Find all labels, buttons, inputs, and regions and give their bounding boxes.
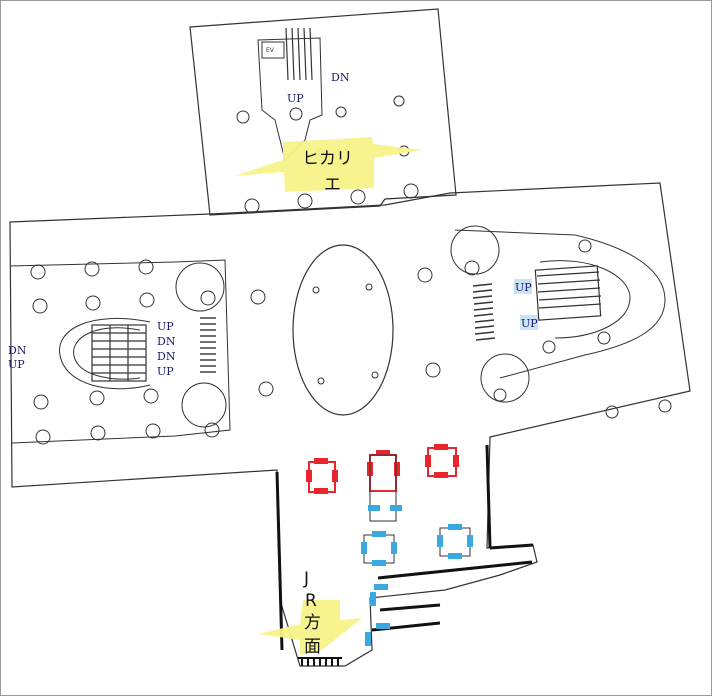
west-up-label: UP — [8, 358, 25, 371]
north-wing-outline — [189, 8, 457, 216]
jr-arrow — [258, 600, 362, 655]
center-left-up-2: UP — [157, 365, 174, 378]
east-stair-round-bottom — [480, 353, 530, 403]
east-up-label-2: UP — [521, 317, 538, 330]
hikarie-arrow — [234, 137, 423, 192]
west-escalator-arc — [59, 318, 151, 390]
center-left-dn-2: DN — [157, 350, 176, 363]
east-up-label-1: UP — [515, 281, 532, 294]
central-oval — [292, 244, 394, 416]
north-up-label: UP — [287, 92, 304, 105]
north-escalator — [285, 27, 313, 81]
west-escalator-arc-inner — [73, 327, 141, 380]
jr-label-1: J — [303, 569, 309, 589]
east-stair-round-top — [450, 225, 500, 275]
jr-label-3: 方 — [304, 613, 321, 633]
hikarie-label-line1: ヒカリ — [302, 149, 353, 169]
south-walls — [275, 444, 534, 651]
concourse-outline — [9, 182, 691, 667]
west-stair-round-bottom — [181, 382, 227, 428]
blue-seating — [361, 454, 473, 646]
jr-label-2: R — [305, 591, 317, 611]
ev-label: EV — [266, 47, 275, 54]
east-platform — [454, 229, 666, 379]
west-stair-round-top — [175, 262, 225, 312]
east-stairs — [472, 283, 496, 341]
north-escalator-block — [257, 37, 323, 161]
jr-gate-stripes — [298, 657, 342, 666]
west-stairs — [200, 317, 216, 373]
jr-label-4: 面 — [304, 637, 321, 657]
west-escalator — [91, 324, 147, 382]
center-left-up-1: UP — [157, 320, 174, 333]
west-dn-label: DN — [8, 344, 27, 357]
east-up-badge-1 — [514, 279, 532, 294]
columns — [30, 95, 672, 445]
elevator-box — [261, 41, 285, 59]
west-platform — [9, 259, 231, 444]
red-seating — [306, 444, 459, 494]
hikarie-label-line2: エ — [324, 175, 341, 195]
center-left-dn-1: DN — [157, 335, 176, 348]
north-dn-label: DN — [331, 71, 350, 84]
east-escalator — [534, 265, 602, 321]
east-escalator-arc — [539, 260, 631, 339]
east-up-badge-2 — [520, 315, 538, 330]
